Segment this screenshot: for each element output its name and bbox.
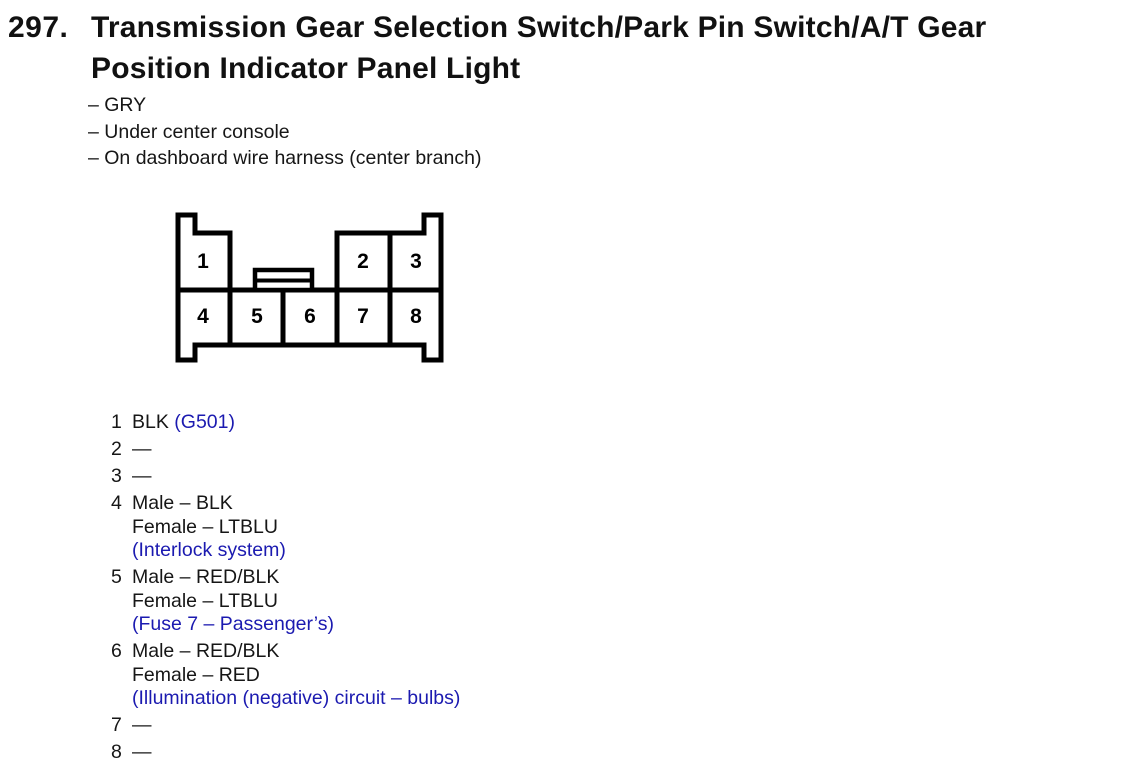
- pin-wire-info: —: [132, 741, 460, 765]
- pin-row-6: 6 Male – RED/BLK Female – RED (Illuminat…: [111, 640, 460, 711]
- connector-details: – GRY – Under center console – On dashbo…: [88, 92, 481, 172]
- pin-row-1: 1 BLK (G501): [111, 411, 460, 435]
- circuit-ref: (Illumination (negative) circuit – bulbs…: [132, 687, 461, 709]
- wire-color: —: [132, 438, 152, 460]
- circuit-ref: (G501): [174, 411, 235, 433]
- pin-row-4: 4 Male – BLK Female – LTBLU (Interlock s…: [111, 492, 460, 563]
- pin-female-wire: Female – LTBLU: [132, 516, 460, 540]
- wire-color: —: [132, 741, 152, 763]
- connector-outline: [175, 212, 444, 363]
- pin-number: 1: [111, 411, 122, 433]
- pin-female-wire: Female – LTBLU: [132, 590, 460, 614]
- pin-number: 6: [111, 640, 122, 662]
- pin-male-wire: Male – RED/BLK: [132, 566, 460, 590]
- pin-male-wire: Male – RED/BLK: [132, 640, 460, 664]
- pin-wire-info: —: [132, 465, 460, 489]
- cavity-label-5: 5: [251, 305, 263, 328]
- pin-circuit-ref: (Illumination (negative) circuit – bulbs…: [132, 687, 460, 711]
- cavity-label-4: 4: [197, 305, 209, 328]
- cavity-label-1: 1: [197, 250, 209, 273]
- page-title: Transmission Gear Selection Switch/Park …: [91, 7, 986, 89]
- detail-color: – GRY: [88, 94, 147, 116]
- wire-color: Male – RED/BLK: [132, 640, 280, 662]
- pin-number: 7: [111, 714, 122, 736]
- cavity-label-3: 3: [410, 250, 422, 273]
- pin-list: 1 BLK (G501) 2 — 3 — 4 Male – BLK Female…: [111, 411, 460, 768]
- wire-color: Male – BLK: [132, 492, 233, 514]
- section-number: 297.: [8, 11, 69, 44]
- pin-number: 4: [111, 492, 122, 514]
- wire-color: —: [132, 714, 152, 736]
- pin-row-3: 3 —: [111, 465, 460, 489]
- pin-number: 2: [111, 438, 122, 460]
- circuit-ref: (Fuse 7 – Passenger’s): [132, 613, 334, 635]
- wire-color: —: [132, 465, 152, 487]
- detail-harness: – On dashboard wire harness (center bran…: [88, 147, 482, 169]
- wire-color: Female – LTBLU: [132, 589, 278, 612]
- cavity-label-7: 7: [357, 305, 369, 328]
- cavity-label-8: 8: [410, 305, 422, 328]
- pin-row-7: 7 —: [111, 714, 460, 738]
- wire-color: BLK: [132, 411, 175, 433]
- cavity-label-2: 2: [357, 250, 369, 273]
- pin-female-wire: Female – RED: [132, 664, 460, 688]
- cavity-label-6: 6: [304, 305, 316, 328]
- pin-number: 3: [111, 465, 122, 487]
- wire-color: Male – RED/BLK: [132, 566, 280, 588]
- wire-color: Female – LTBLU: [132, 515, 278, 538]
- pin-number: 8: [111, 741, 122, 763]
- pin-number: 5: [111, 566, 122, 588]
- wire-color: Female – RED: [132, 663, 260, 686]
- connector-diagram: 1 2 3 4 5 6 7 8: [175, 212, 444, 363]
- pin-wire-info: BLK (G501): [132, 411, 460, 435]
- pin-circuit-ref: (Fuse 7 – Passenger’s): [132, 613, 460, 637]
- pin-row-5: 5 Male – RED/BLK Female – LTBLU (Fuse 7 …: [111, 566, 460, 637]
- section-title-row: 297. Transmission Gear Selection Switch/…: [8, 7, 986, 89]
- circuit-ref: (Interlock system): [132, 539, 286, 561]
- page-title-line2: Position Indicator Panel Light: [91, 52, 521, 85]
- pin-circuit-ref: (Interlock system): [132, 539, 460, 563]
- detail-location: – Under center console: [88, 120, 290, 143]
- pin-wire-info: —: [132, 438, 460, 462]
- page-title-line1: Transmission Gear Selection Switch/Park …: [91, 11, 987, 44]
- pin-row-8: 8 —: [111, 741, 460, 765]
- pin-row-2: 2 —: [111, 438, 460, 462]
- pin-wire-info: —: [132, 714, 460, 738]
- pin-male-wire: Male – BLK: [132, 492, 460, 516]
